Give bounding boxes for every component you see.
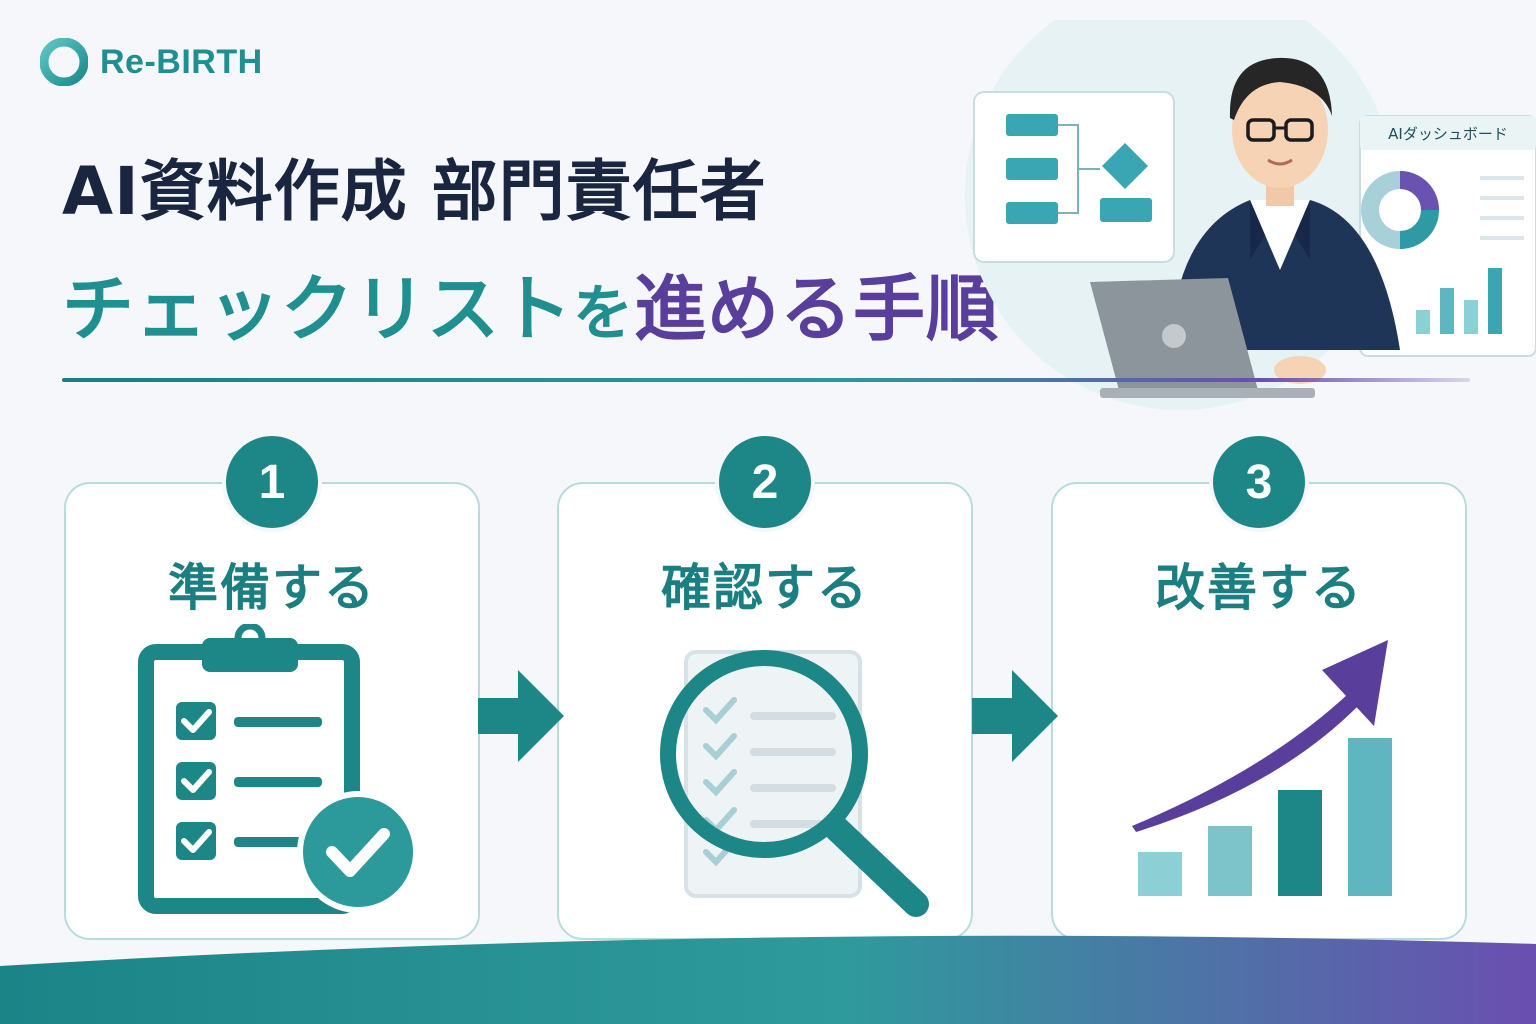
step-number-badge-3: 3 [1209, 432, 1309, 532]
step-label-2: 確認する [661, 559, 869, 617]
brand-name: Re-BIRTH [100, 42, 263, 81]
hero-illustration: AIダッシュボード [965, 20, 1536, 410]
title-steps-text: 進める手順 [634, 267, 1000, 351]
step-card-3 [1051, 482, 1467, 940]
step-number-badge-1: 1 [222, 432, 322, 532]
dashboard-panel: AIダッシュボード [1359, 115, 1536, 357]
step-label-1: 準備する [168, 559, 376, 617]
title-connector-text: を [573, 279, 635, 349]
clipboard-checklist-icon [138, 624, 419, 914]
brand-logo: Re-BIRTH [40, 38, 263, 86]
growth-chart-icon [1132, 640, 1392, 896]
title-divider [62, 378, 1470, 382]
brand-mark-icon [40, 38, 88, 86]
dashboard-label: AIダッシュボード [1388, 125, 1508, 143]
page-title-line2: チェックリストを進める手順 [62, 250, 999, 355]
step-number-badge-2: 2 [715, 432, 815, 532]
magnifier-checklist-icon [660, 650, 929, 917]
step-label-3: 改善する [1155, 559, 1363, 617]
arrow-right-icon [478, 670, 564, 762]
title-checklist-text: チェックリスト [62, 267, 574, 351]
page-title-line1: AI資料作成 部門責任者 [62, 153, 767, 230]
bottom-wave [0, 935, 1536, 1024]
laptop-icon [1090, 278, 1326, 398]
arrow-right-icon [972, 670, 1058, 762]
flowchart-panel [973, 91, 1175, 263]
